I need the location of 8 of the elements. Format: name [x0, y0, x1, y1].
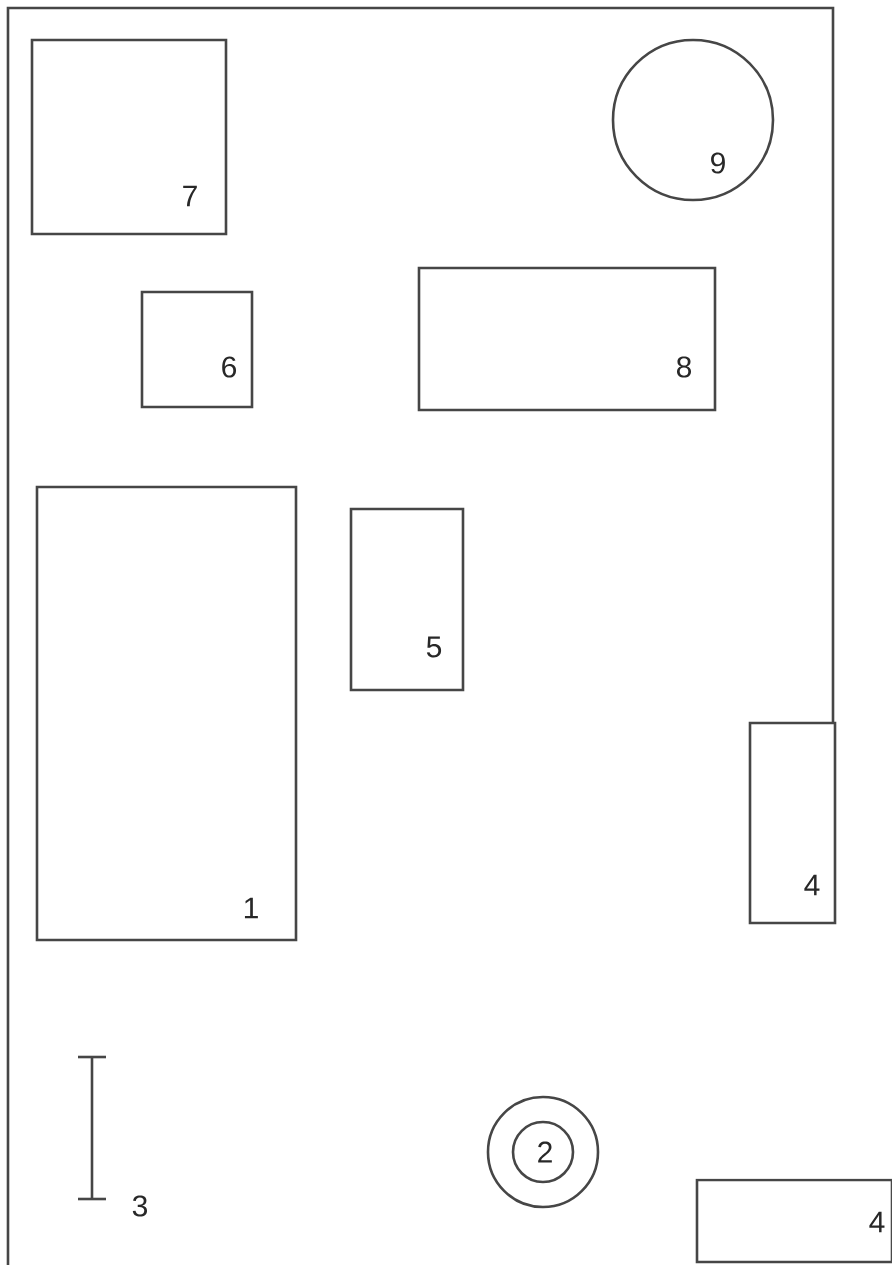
shape-box: 4 [748, 721, 837, 925]
shape-box: 1 [35, 485, 298, 942]
shape-box: 8 [417, 266, 717, 412]
shape-box: 6 [140, 290, 254, 409]
scale-bar: 3 [78, 1055, 148, 1217]
shape-box: 4 [695, 1178, 892, 1264]
shape-box: 5 [349, 507, 465, 692]
shape-box: 7 [30, 38, 228, 236]
